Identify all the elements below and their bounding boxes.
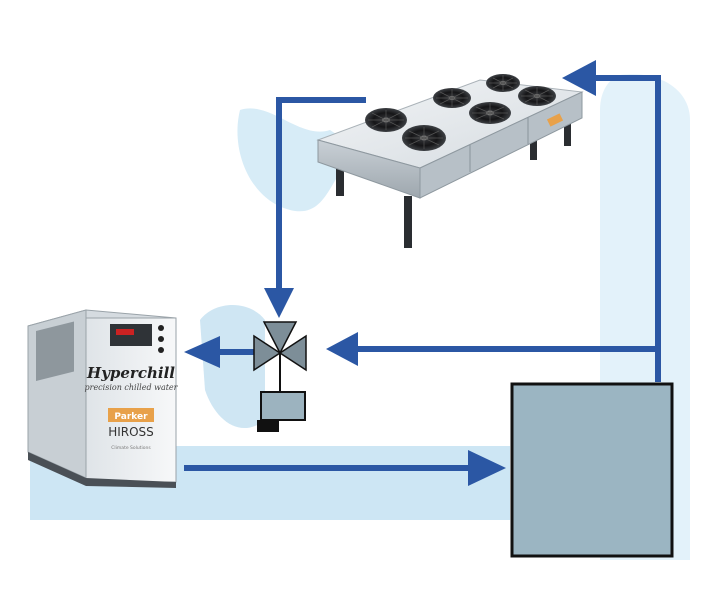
backdrop-blob-condenser xyxy=(237,108,360,212)
condenser-leg xyxy=(404,196,412,248)
fan-icon xyxy=(486,74,520,92)
chiller-small-print: Climate Solutions xyxy=(111,445,151,451)
chiller-status-light-icon xyxy=(158,347,164,353)
condenser-leg xyxy=(564,112,571,146)
arrow-into-chiller xyxy=(184,336,220,368)
pipe-condenser-to-valve xyxy=(276,97,366,292)
chiller-brand: Hyperchill xyxy=(86,364,175,382)
arrow-bypass-into-valve xyxy=(326,332,358,366)
condenser-unit xyxy=(316,74,584,248)
valve-left-cone xyxy=(253,334,282,372)
chiller-coil-grille xyxy=(36,321,74,382)
condenser-leg xyxy=(530,126,537,160)
chiller-badge-bottom: HIROSS xyxy=(108,425,154,439)
fan-icon xyxy=(469,102,511,124)
chiller-badge-top: Parker xyxy=(114,412,148,422)
valve-top-cone xyxy=(262,321,298,355)
valve-right-cone xyxy=(278,334,307,372)
three-way-valve xyxy=(253,321,307,432)
condenser-fans xyxy=(365,74,556,151)
backdrop-blob-valve xyxy=(200,305,265,429)
pipe-network xyxy=(184,60,661,486)
chiller-status-light-icon xyxy=(158,325,164,331)
arrow-down-into-valve xyxy=(264,288,294,318)
valve-actuator xyxy=(260,391,306,421)
arrow-into-condenser xyxy=(562,60,596,96)
fan-icon xyxy=(365,108,407,132)
chiller-status-light-icon xyxy=(158,336,164,342)
fan-icon xyxy=(518,86,556,106)
chiller-display xyxy=(116,329,134,335)
valve-actuator-base xyxy=(257,420,279,432)
chiller-unit: Hyperchill precision chilled water Parke… xyxy=(27,309,179,488)
chiller-badge xyxy=(108,408,154,422)
arrow-into-process xyxy=(468,450,506,486)
pipe-return-to-condenser xyxy=(595,75,661,382)
fan-icon xyxy=(433,88,471,108)
condenser-label-plate xyxy=(546,113,564,127)
condenser-leg xyxy=(336,160,344,196)
fan-icon xyxy=(402,125,446,151)
chiller-tagline: precision chilled water xyxy=(85,383,179,392)
process-unit xyxy=(510,382,674,558)
chiller-base xyxy=(28,452,176,488)
